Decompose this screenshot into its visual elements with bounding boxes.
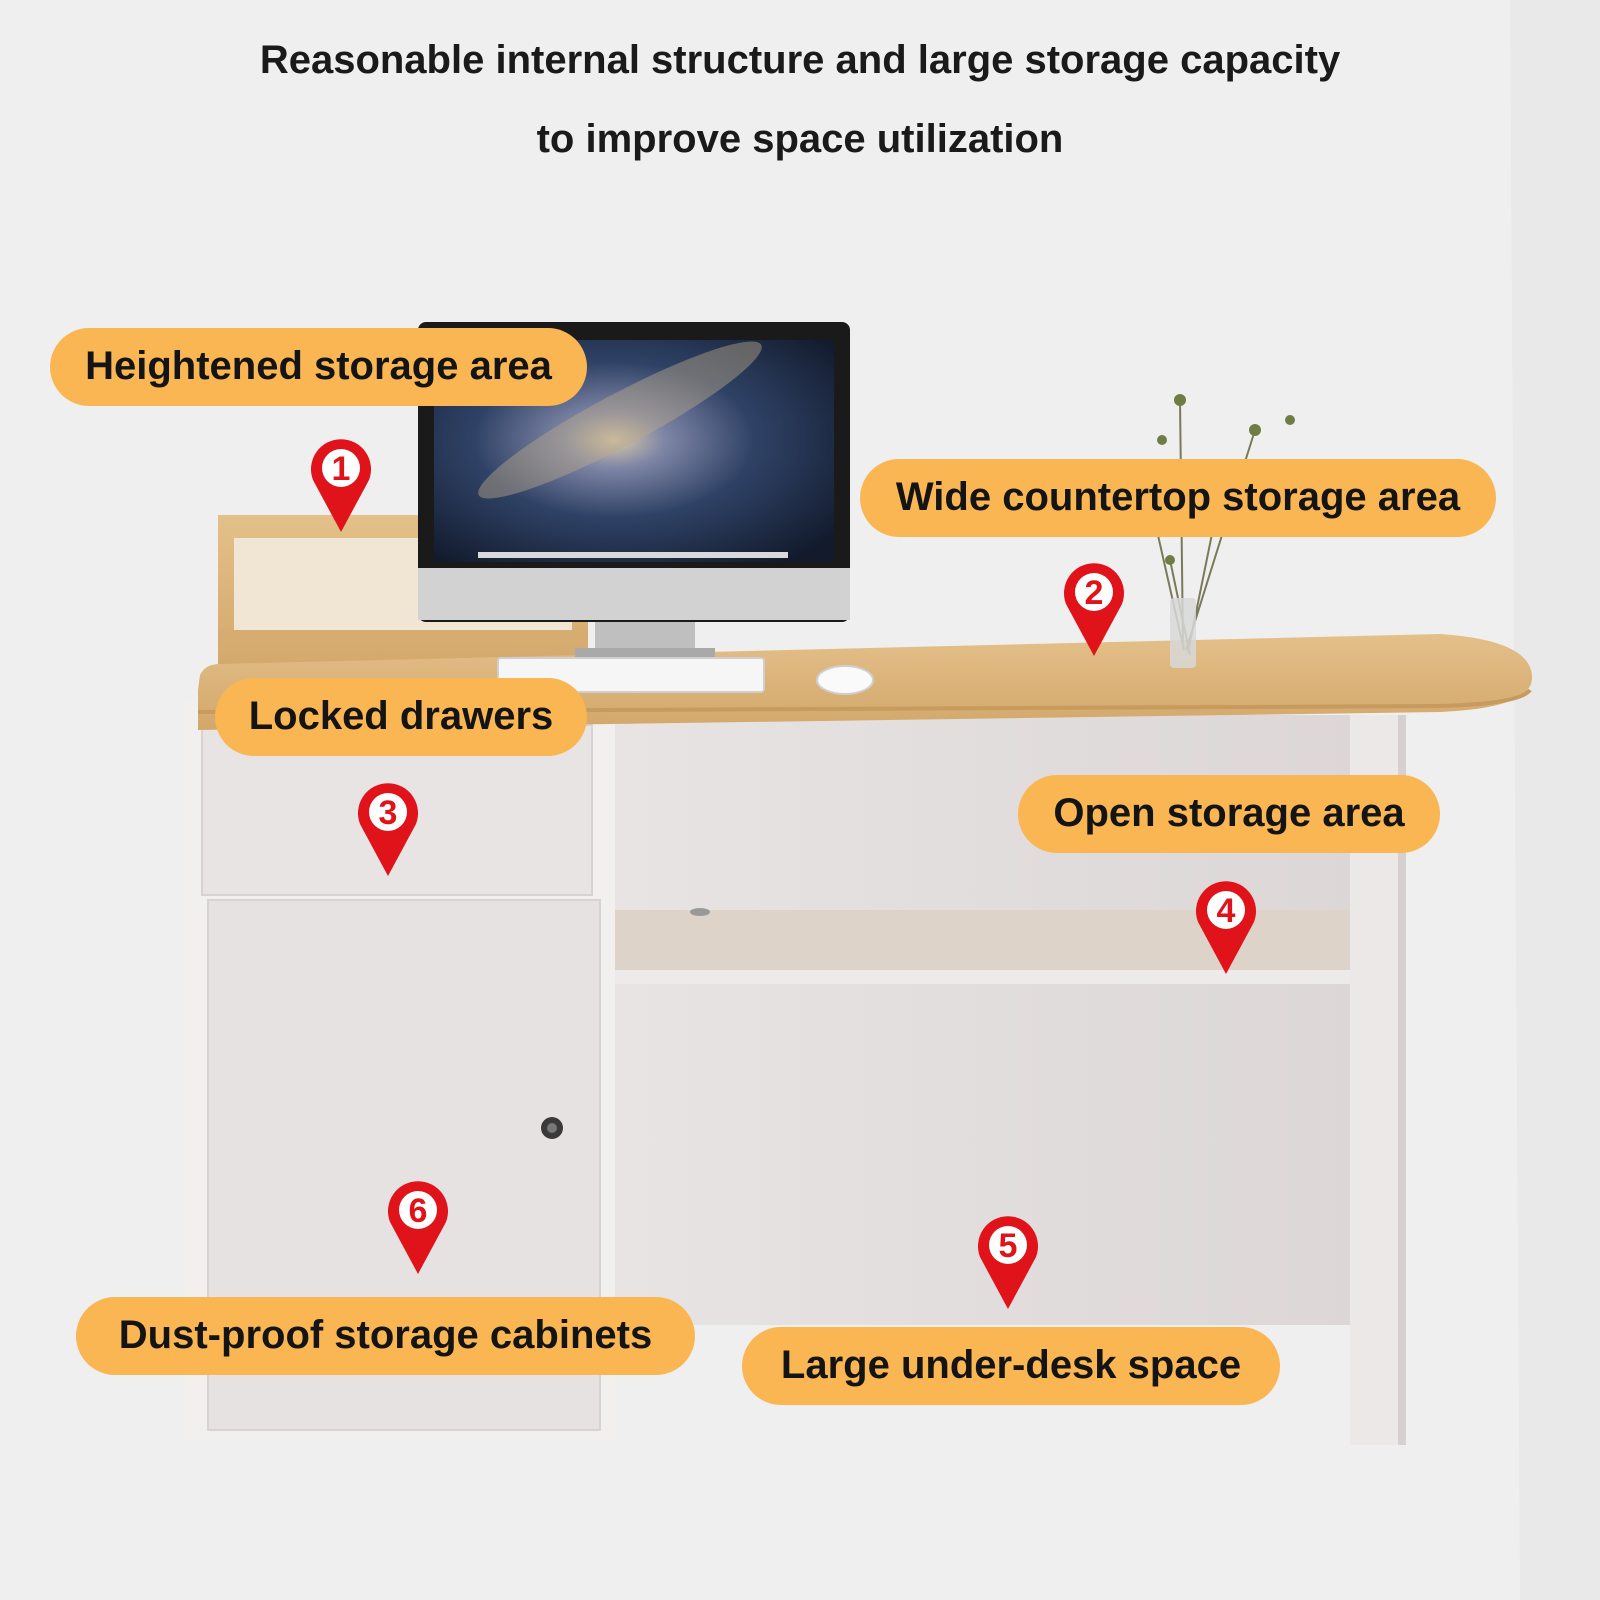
pin-2-number: 2 [1085,574,1104,612]
pin-6-number: 6 [409,1192,428,1230]
pin-6-icon: 6 [388,1181,448,1274]
pin-1-number: 1 [332,450,351,488]
pin-4-number: 4 [1217,892,1236,930]
monitor [418,322,850,660]
callout-heightened-storage: Heightened storage area [50,328,587,406]
mouse [816,665,874,695]
pin-1-icon: 1 [311,439,371,532]
callout-open-storage: Open storage area [1018,775,1440,853]
pin-4-icon: 4 [1196,881,1256,974]
pin-3-number: 3 [379,794,398,832]
wall-edge [1510,0,1600,1600]
pin-5-number: 5 [999,1227,1018,1265]
callout-locked-drawers: Locked drawers [215,678,587,756]
pin-5-icon: 5 [978,1216,1038,1309]
pin-3-icon: 3 [358,783,418,876]
headline-line-1: Reasonable internal structure and large … [259,38,1341,82]
callout-wide-countertop: Wide countertop storage area [860,459,1496,537]
pin-2-icon: 2 [1064,563,1124,656]
headline-line-2: to improve space utilization [536,117,1064,161]
callout-dust-proof-cabinets: Dust-proof storage cabinets [76,1297,695,1375]
callout-under-desk: Large under-desk space [742,1327,1280,1405]
